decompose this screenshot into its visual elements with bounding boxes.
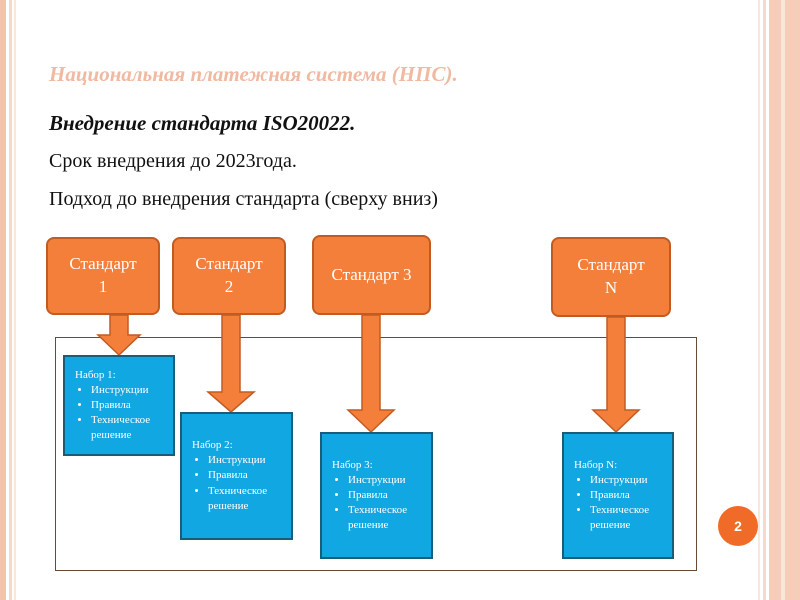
left-border-stripe [0, 0, 6, 600]
set-1-title: Набор 1: [75, 368, 116, 381]
set-2-list: Инструкции Правила Техническое решение [192, 453, 283, 514]
list-item: Правила [208, 468, 283, 483]
list-item: Техническое решение [590, 503, 664, 533]
approach-text: Подход до внедрения стандарта (сверху вн… [49, 188, 438, 210]
list-item: Правила [348, 488, 423, 503]
list-item: Правила [91, 398, 165, 413]
list-item: Инструкции [590, 473, 664, 488]
set-n-list: Инструкции Правила Техническое решение [574, 473, 664, 534]
set-n-title: Набор N: [574, 458, 618, 471]
list-item: Техническое решение [208, 484, 283, 514]
right-border-stripe [763, 0, 766, 600]
page-number-badge: 2 [718, 506, 758, 546]
standard-3-label: Стандарт 3 [331, 264, 412, 284]
standard-3-box: Стандарт 3 [312, 235, 431, 315]
deadline-text: Срок внедрения до 2023года. [49, 150, 297, 172]
list-item: Правила [590, 488, 664, 503]
list-item: Техническое решение [91, 413, 165, 443]
set-3-box: Набор 3: Инструкции Правила Техническое … [320, 432, 433, 559]
standard-2-label: Стандарт 2 [195, 254, 263, 296]
standard-n-box: Стандарт N [551, 237, 671, 317]
standard-2-box: Стандарт 2 [172, 237, 286, 315]
set-3-title: Набор 3: [332, 458, 373, 471]
slide-subtitle: Внедрение стандарта ISO20022. [49, 111, 356, 135]
list-item: Инструкции [91, 383, 165, 398]
standard-n-label: Стандарт N [577, 255, 645, 297]
left-border-stripe [14, 0, 16, 600]
right-border-stripe [781, 0, 785, 600]
standard-1-box: Стандарт 1 [46, 237, 160, 315]
standard-1-label: Стандарт 1 [69, 254, 137, 296]
set-3-list: Инструкции Правила Техническое решение [332, 473, 423, 534]
list-item: Техническое решение [348, 503, 423, 533]
set-1-box: Набор 1: Инструкции Правила Техническое … [63, 355, 175, 456]
left-border-stripe [9, 0, 12, 600]
slide-title: Национальная платежная система (НПС). [49, 62, 458, 86]
set-2-title: Набор 2: [192, 439, 233, 452]
list-item: Инструкции [208, 453, 283, 468]
list-item: Инструкции [348, 473, 423, 488]
set-2-box: Набор 2: Инструкции Правила Техническое … [180, 412, 293, 540]
set-1-list: Инструкции Правила Техническое решение [75, 383, 165, 444]
right-border-stripe [758, 0, 760, 600]
set-n-box: Набор N: Инструкции Правила Техническое … [562, 432, 674, 559]
